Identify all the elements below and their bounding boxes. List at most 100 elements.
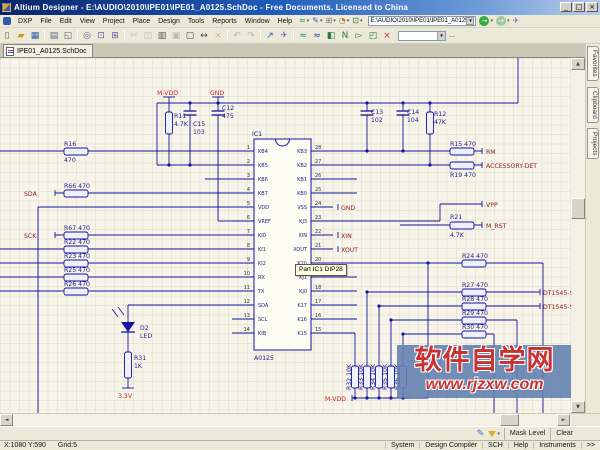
status-button-design-compiler[interactable]: Design Compiler [419, 442, 482, 449]
junction-dot [167, 163, 171, 167]
place-part-icon[interactable]: ◧ [326, 30, 336, 41]
new-document-icon[interactable]: ▯ [4, 30, 10, 41]
horizontal-scrollbar[interactable]: ◄ ► [0, 413, 600, 427]
place-wire-icon[interactable]: ≈ [299, 30, 307, 41]
redo-icon: ↷ [247, 30, 255, 41]
schematic-doc-icon [6, 46, 14, 56]
net-label-SCK: SCK [24, 233, 37, 240]
restore-button[interactable]: □ [573, 2, 585, 12]
label-R21: R21 [450, 214, 462, 221]
horizontal-scroll-thumb[interactable] [500, 414, 519, 426]
save-document-icon[interactable]: ▦ [30, 30, 40, 41]
status-button-system[interactable]: System [384, 442, 419, 449]
cross-probe-icon[interactable]: ✈ [280, 30, 288, 41]
toolbar-more-button[interactable]: ... [449, 32, 455, 39]
panel-tab-projects[interactable]: Projects [587, 128, 599, 160]
panel-tab-favorites[interactable]: Favorites [587, 46, 599, 81]
resistor-R32 [351, 365, 359, 389]
label-R30-470: R30 470 [462, 324, 488, 331]
annotate-pencil-icon[interactable]: ✎ [476, 428, 485, 439]
menu-edit[interactable]: Edit [59, 17, 72, 25]
close-button[interactable]: × [586, 2, 598, 12]
menu-help[interactable]: Help [277, 17, 293, 25]
menu-design[interactable]: Design [158, 17, 180, 25]
clear-button[interactable]: Clear [550, 427, 578, 440]
chevron-down-icon[interactable]: ▾ [506, 18, 510, 24]
toolbar-combobox[interactable]: ▾ [398, 30, 446, 41]
copy-icon: ◫ [143, 30, 153, 41]
vertical-scroll-thumb[interactable] [571, 198, 585, 219]
document-path-combo[interactable]: E:\AUDIO\2010\IPE01\IPE01_A0125.S ▾ [368, 16, 477, 26]
menu-project[interactable]: Project [102, 17, 125, 25]
document-tab[interactable]: IPE01_A0125.SchDoc [3, 44, 93, 57]
chevron-down-icon[interactable]: ▾ [466, 17, 475, 25]
junction-dot [365, 290, 369, 294]
label-4.7K: 4.7K [174, 121, 189, 128]
label-C14: C14 [407, 109, 419, 116]
print-icon[interactable]: ▤ [49, 30, 59, 41]
variants-toolbar-icon[interactable]: ◔ [338, 16, 346, 25]
menu-file[interactable]: File [40, 17, 52, 25]
menu-reports[interactable]: Reports [212, 17, 237, 25]
menu-dxp[interactable]: DXP [18, 17, 33, 25]
place-port-icon[interactable]: ▻ [355, 30, 363, 41]
place-bus-icon[interactable]: ≈ [313, 30, 321, 41]
select-area-icon[interactable]: ▢ [185, 30, 195, 41]
resistor-R16 [63, 147, 89, 156]
vertical-scrollbar[interactable]: ▲ ▼ [571, 58, 585, 413]
chevron-down-icon[interactable]: ▾ [333, 18, 336, 24]
status-button-instruments[interactable]: Instruments [533, 442, 581, 449]
pin-name-18: KJ0 [299, 289, 307, 295]
nav-back-icon[interactable]: → [495, 16, 506, 26]
compile-errors-icon[interactable]: × [383, 30, 391, 41]
move-selection-icon[interactable]: ↔ [200, 30, 208, 41]
zoom-area-icon[interactable]: ⊡ [97, 30, 105, 41]
print-preview-icon[interactable]: ◱ [63, 30, 73, 41]
minimize-button[interactable]: _ [560, 2, 572, 12]
chevron-down-icon[interactable]: ▾ [359, 18, 363, 24]
scroll-left-icon[interactable]: ◄ [0, 414, 13, 426]
chevron-down-icon[interactable]: ▾ [346, 18, 350, 24]
wiring-toolbar-icon[interactable]: ≈ [299, 16, 306, 25]
menu-place[interactable]: Place [132, 17, 151, 25]
up-hierarchy-icon[interactable]: ↗ [266, 30, 274, 41]
nav-forward-icon[interactable]: → [479, 16, 490, 26]
label-M-VDD: M-VDD [157, 90, 178, 97]
status-button-sch[interactable]: SCH [482, 442, 508, 449]
menu-window[interactable]: Window [244, 17, 270, 25]
place-net-label-icon[interactable]: N [341, 30, 349, 41]
zoom-selected-icon[interactable]: ⊞ [111, 30, 119, 41]
pin-name-26: KB1 [297, 177, 307, 183]
place-sheet-symbol-icon[interactable]: ◰ [368, 30, 378, 41]
toolbar-separator [260, 30, 261, 41]
resistor-R11 [165, 111, 173, 135]
pin-number-3: 3 [247, 173, 250, 179]
chevron-down-icon[interactable]: ▾ [320, 18, 323, 24]
zoom-fit-document-icon[interactable]: ◎ [83, 30, 91, 41]
fly-over-icon[interactable]: ✈ [512, 16, 520, 25]
grids-toolbar-icon[interactable]: ⊡ [352, 16, 359, 25]
menu-view[interactable]: View [79, 17, 95, 25]
mask-level-button[interactable]: Mask Level [503, 427, 550, 440]
menu-tools[interactable]: Tools [187, 17, 205, 25]
scroll-down-icon[interactable]: ▼ [571, 401, 585, 413]
utilities-toolbar-icon[interactable]: ✎ [312, 16, 319, 25]
chevron-down-icon[interactable]: ▾ [437, 31, 445, 40]
pin-name-2: KB5 [258, 163, 268, 169]
status-button->>[interactable]: >> [580, 442, 600, 449]
panel-tab-clipboard[interactable]: Clipboard [587, 87, 599, 123]
pin-number-21: 21 [315, 243, 321, 249]
pin-name-22: XIN [298, 233, 307, 239]
chevron-down-icon[interactable]: ▾ [490, 18, 493, 24]
open-document-icon[interactable]: ▰ [17, 30, 25, 41]
scroll-right-icon[interactable]: ► [557, 414, 570, 426]
filter-funnel-icon[interactable]: ▾ [488, 430, 500, 437]
scroll-up-icon[interactable]: ▲ [571, 58, 585, 70]
resistor-R31 [124, 351, 132, 379]
chevron-down-icon[interactable]: ▾ [306, 18, 310, 24]
status-button-help[interactable]: Help [507, 442, 533, 449]
paste-icon[interactable]: ▥ [157, 30, 167, 41]
alignment-toolbar-icon[interactable]: ⊞ [325, 16, 333, 25]
pin-name-16: K16 [297, 317, 307, 323]
